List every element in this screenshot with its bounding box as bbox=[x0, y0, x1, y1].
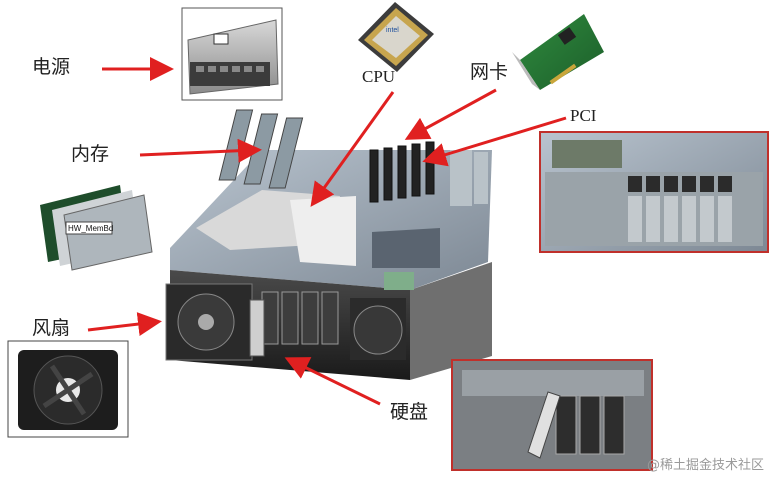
network-card-photo bbox=[512, 14, 604, 90]
svg-text:intel: intel bbox=[386, 27, 399, 34]
server-chassis-photo bbox=[165, 109, 492, 380]
arrows bbox=[87, 57, 567, 406]
memory-label: 内存 bbox=[71, 143, 110, 165]
arrow-nic bbox=[404, 88, 497, 140]
disk-closeup-photo bbox=[451, 359, 653, 471]
arrow-disk bbox=[284, 357, 381, 406]
power-supply-photo bbox=[181, 7, 283, 101]
cpu-photo: intel bbox=[358, 2, 434, 72]
power-label: 电源 bbox=[32, 56, 71, 78]
fan-label: 风扇 bbox=[32, 317, 71, 339]
pci-label: PCI bbox=[570, 106, 597, 125]
nic-label: 网卡 bbox=[470, 61, 509, 83]
watermark: @稀土掘金技术社区 bbox=[646, 458, 764, 473]
pci-closeup-photo bbox=[539, 131, 769, 253]
memory-sticks-photo: HW_MemBd bbox=[40, 185, 153, 271]
memory-stick-label: HW_MemBd bbox=[68, 224, 113, 233]
disk-label: 硬盘 bbox=[390, 401, 429, 423]
arrow-cpu bbox=[310, 91, 395, 207]
arrow-fan bbox=[87, 312, 162, 337]
arrow-pci bbox=[422, 116, 567, 167]
fan-photo bbox=[7, 340, 129, 438]
arrow-memory bbox=[139, 138, 262, 163]
cpu-label: CPU bbox=[362, 67, 396, 86]
